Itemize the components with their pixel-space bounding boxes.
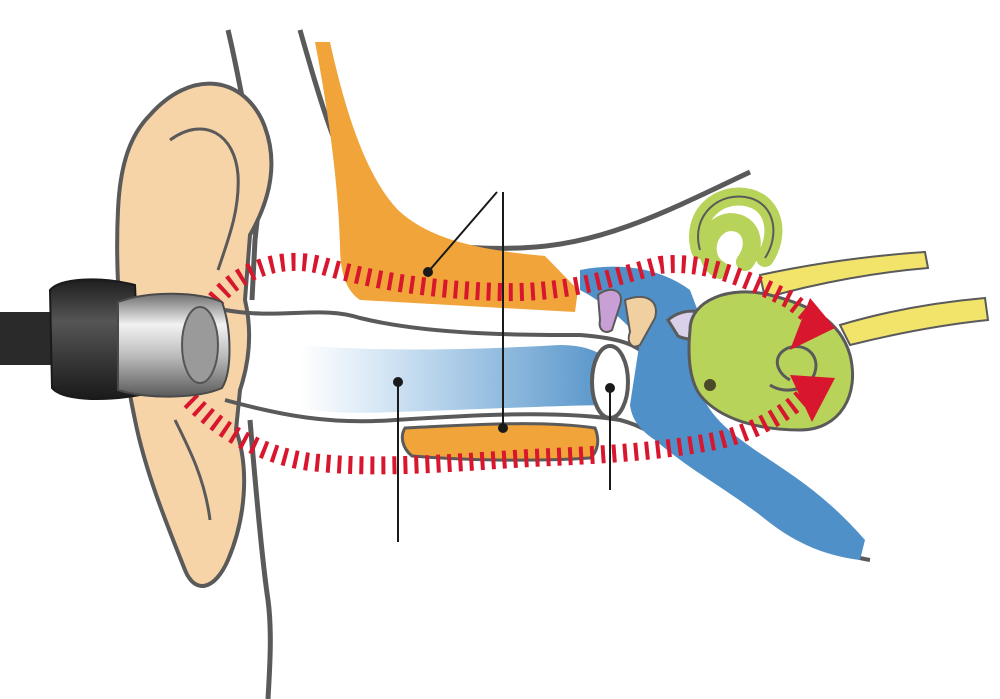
auditory-nerve-lower: [838, 296, 990, 347]
semicircular-canals-outline: [697, 195, 775, 259]
upper-bone: [315, 42, 578, 312]
leader-dot-lower-bone: [498, 423, 508, 433]
leader-dot-eardrum: [605, 383, 615, 393]
leader-line-upper-bone: [427, 191, 498, 273]
auditory-nerve-upper: [758, 250, 930, 300]
vibration-arrow-lower: [790, 375, 835, 422]
middle-ear-cavity: [580, 266, 865, 560]
leader-dot-canal: [393, 377, 403, 387]
ossicle-malleus: [596, 288, 622, 333]
pinna-inner-fold: [169, 127, 240, 521]
ear-canal: [300, 345, 620, 413]
vibration-arrow-upper: [790, 298, 835, 350]
cochlea-spiral: [769, 345, 818, 392]
cochlea: [687, 290, 855, 432]
canal-upper-wall: [224, 308, 652, 362]
oval-window: [704, 379, 716, 391]
ossicle-incus: [623, 295, 657, 348]
vibration-path-upper: [208, 253, 834, 340]
earphone-nozzle: [181, 306, 219, 384]
leader-dot-upper-bone: [423, 267, 433, 277]
vibration-path-lower: [183, 388, 812, 475]
